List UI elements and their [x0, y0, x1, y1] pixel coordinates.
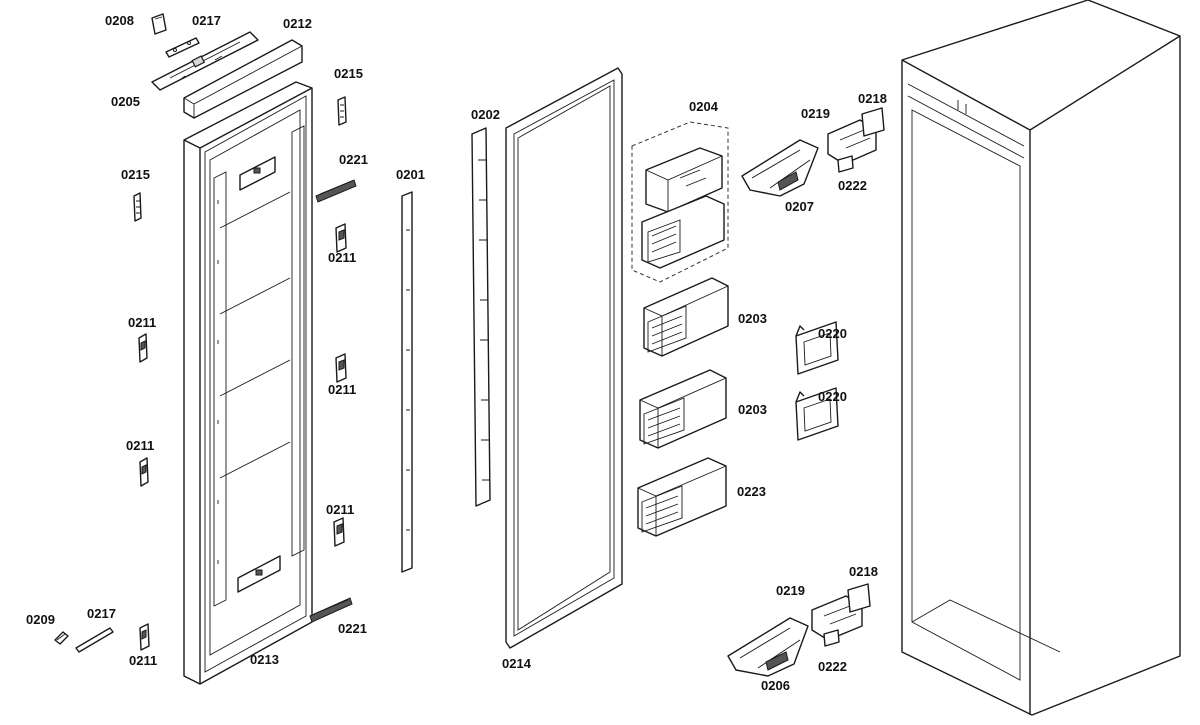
part-0214-door-gasket: [505, 67, 623, 649]
part-0220-plate-1: [795, 321, 839, 375]
label-0206: 0206: [761, 678, 790, 693]
label-0218-lower: 0218: [849, 564, 878, 579]
label-0207: 0207: [785, 199, 814, 214]
label-0204: 0204: [689, 99, 718, 114]
part-0215-left: [133, 192, 142, 222]
label-0211-bottom: 0211: [129, 653, 158, 668]
part-0208-clip: [151, 13, 167, 35]
label-0215-right: 0215: [334, 66, 363, 81]
part-0211-left-2: [139, 457, 149, 487]
part-0212-top-cover: [183, 39, 303, 119]
part-0209-small-pin: [54, 631, 69, 645]
label-0211-left-1: 0211: [128, 315, 157, 330]
part-0203-door-bin-1: [643, 277, 729, 357]
label-0203-1: 0203: [738, 311, 767, 326]
label-0217-bottom: 0217: [87, 606, 116, 621]
label-0208: 0208: [105, 13, 134, 28]
part-0202-door-rail: [471, 127, 491, 507]
part-0211-left-1: [138, 333, 148, 363]
label-0215-left: 0215: [121, 167, 150, 182]
part-0217-bottom-rod: [75, 627, 114, 653]
part-0220-plate-2: [795, 387, 839, 441]
part-0215-right: [337, 96, 347, 126]
label-0211-right-2: 0211: [328, 382, 357, 397]
label-0217-top: 0217: [192, 13, 221, 28]
label-0220-2: 0220: [818, 389, 847, 404]
label-0214: 0214: [502, 656, 531, 671]
part-0218-upper-plate: [861, 107, 885, 137]
part-0221-top-bar: [315, 179, 357, 203]
part-0222-upper-shim: [837, 155, 854, 173]
part-0211-bottom-left: [139, 623, 150, 651]
label-0201: 0201: [396, 167, 425, 182]
part-0211-right-3: [333, 517, 345, 547]
part-0221-bottom-bar: [309, 597, 353, 623]
part-0217-top-bracket: [165, 37, 200, 58]
cabinet-housing: [901, 0, 1181, 716]
label-0212: 0212: [283, 16, 312, 31]
part-0211-right-1: [335, 223, 347, 253]
label-0213: 0213: [250, 652, 279, 667]
part-0218-lower-plate: [847, 583, 871, 613]
part-0213-door-panel: [183, 81, 313, 685]
part-0222-lower-shim: [823, 629, 840, 647]
label-0218-upper: 0218: [858, 91, 887, 106]
part-0203-door-bin-2: [639, 369, 727, 449]
part-0206-lower-hinge: [727, 617, 809, 677]
label-0221-bottom: 0221: [338, 621, 367, 636]
label-0220-1: 0220: [818, 326, 847, 341]
label-0203-2: 0203: [738, 402, 767, 417]
label-0211-left-2: 0211: [126, 438, 155, 453]
label-0219-lower: 0219: [776, 583, 805, 598]
label-0209: 0209: [26, 612, 55, 627]
part-0211-right-2: [335, 353, 347, 383]
label-0211-right-3: 0211: [326, 502, 355, 517]
part-0223-door-bin: [637, 457, 727, 537]
part-0207-upper-hinge: [741, 139, 819, 197]
label-0202: 0202: [471, 107, 500, 122]
part-0205-hinge-plate: [151, 31, 259, 91]
label-0211-right-1: 0211: [328, 250, 357, 265]
label-0222-lower: 0222: [818, 659, 847, 674]
part-0201-vertical-strip: [401, 191, 413, 573]
label-0221-top: 0221: [339, 152, 368, 167]
label-0219-upper: 0219: [801, 106, 830, 121]
label-0223: 0223: [737, 484, 766, 499]
label-0205: 0205: [111, 94, 140, 109]
label-0222-upper: 0222: [838, 178, 867, 193]
part-0204-covered-bin: [631, 121, 729, 283]
